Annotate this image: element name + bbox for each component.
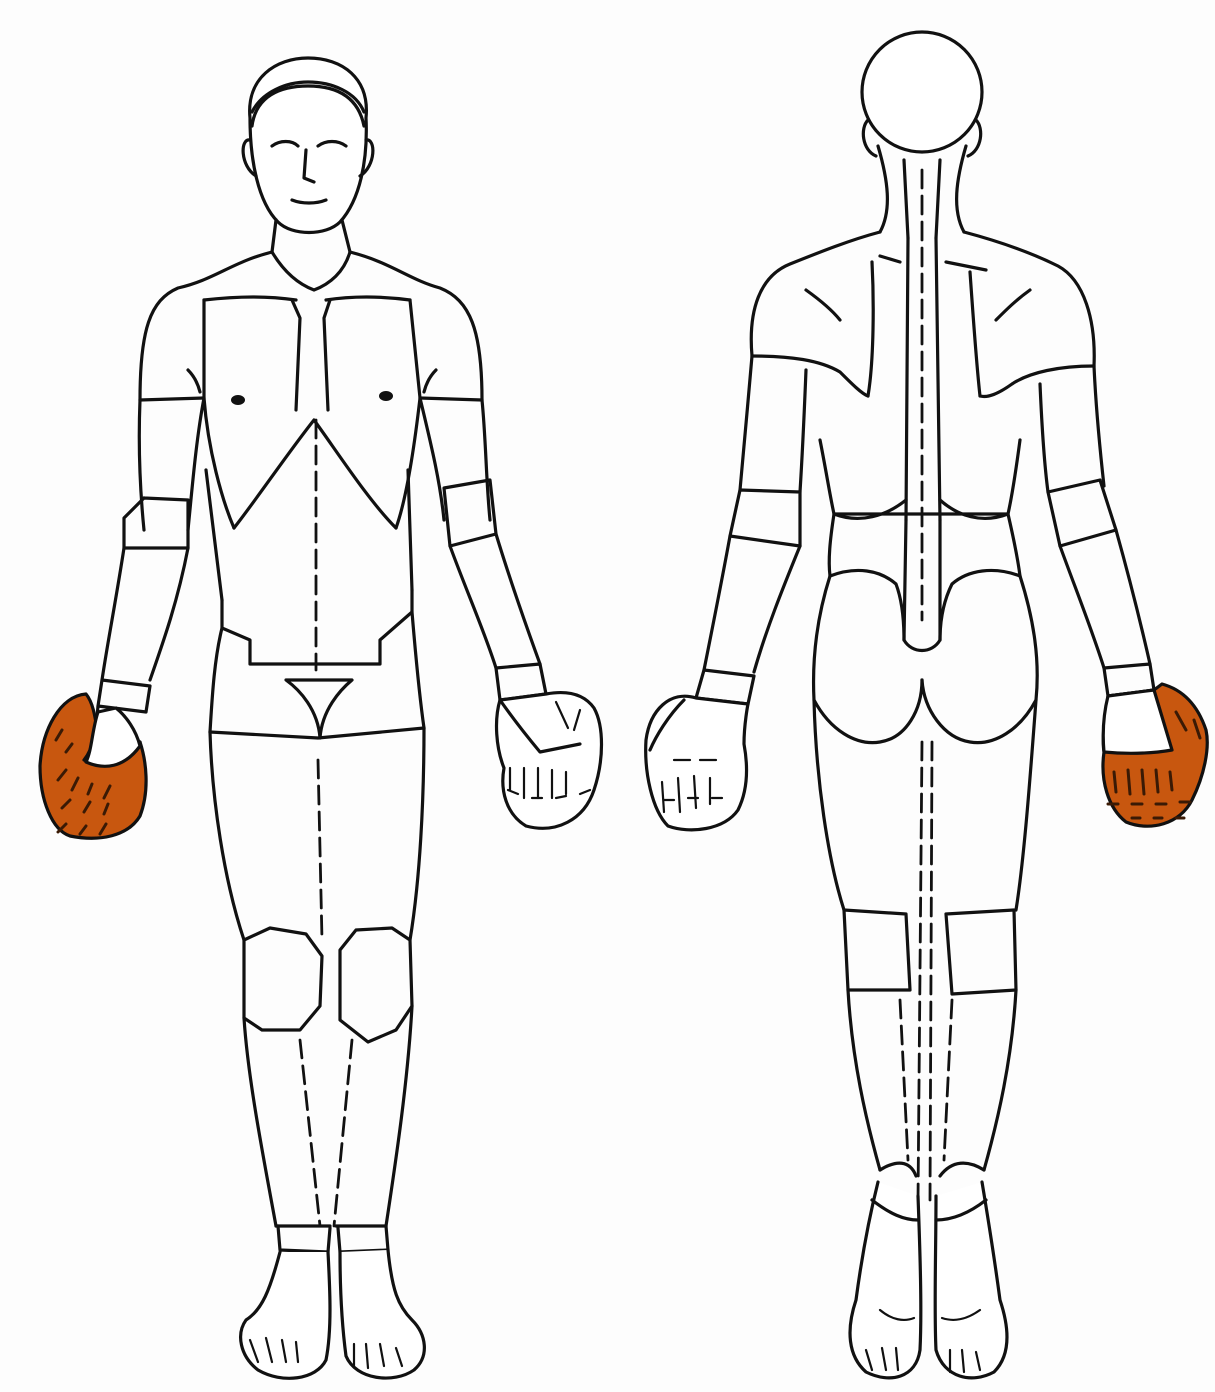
front-right-hand-highlighted: [40, 694, 146, 838]
back-neck-spine: [878, 146, 966, 651]
back-right-hand-highlighted: [1103, 684, 1207, 826]
back-legs: [814, 700, 1036, 1200]
front-view-figure: [40, 58, 602, 1378]
front-legs: [210, 728, 424, 1252]
back-head: [862, 32, 982, 156]
back-left-hand: [646, 696, 748, 830]
back-view-figure: [646, 32, 1208, 1378]
back-feet: [850, 1182, 1007, 1378]
front-feet: [241, 1250, 425, 1378]
front-torso: [140, 220, 482, 738]
front-head: [243, 58, 373, 233]
front-left-hand: [497, 693, 602, 829]
